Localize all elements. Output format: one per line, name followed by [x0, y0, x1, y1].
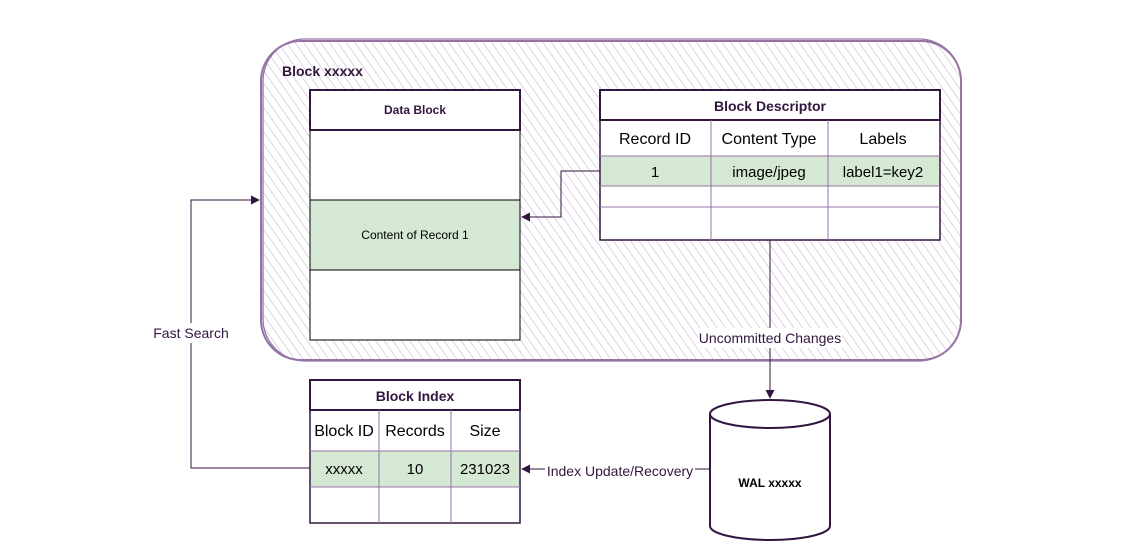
wal-label: WAL xxxxx — [738, 476, 801, 490]
data-block: Data Block Content of Record 1 — [309, 89, 521, 341]
wal-cylinder: WAL xxxxx — [709, 399, 831, 541]
index-cell-block-id: xxxxx — [325, 461, 363, 478]
block-index-table: Block Index Block ID Records Size xxxxx … — [309, 379, 521, 524]
index-header-records: Records — [385, 423, 445, 440]
index-header-block-id: Block ID — [314, 423, 374, 440]
index-row-highlight — [311, 451, 519, 487]
descriptor-header-record-id: Record ID — [619, 131, 691, 148]
block-title: Block xxxxx — [282, 63, 363, 79]
record-content-label: Content of Record 1 — [361, 228, 469, 242]
index-header-size: Size — [469, 423, 500, 440]
index-update-label: Index Update/Recovery — [547, 463, 693, 479]
data-block-title: Data Block — [384, 103, 446, 117]
index-cell-records: 10 — [407, 461, 424, 478]
index-cell-size: 231023 — [460, 461, 510, 478]
descriptor-header-content-type: Content Type — [722, 131, 817, 148]
record-content-cell — [309, 199, 521, 271]
descriptor-cell-record-id: 1 — [651, 164, 659, 181]
edge-uncommitted-changes: Uncommitted Changes — [698, 240, 842, 399]
block-descriptor-table: Block Descriptor Record ID Content Type … — [599, 89, 941, 241]
descriptor-row-highlight — [601, 156, 939, 186]
descriptor-header-labels: Labels — [859, 131, 906, 148]
block-descriptor-title: Block Descriptor — [714, 98, 827, 114]
descriptor-cell-labels: label1=key2 — [843, 164, 923, 181]
edge-fast-search: Fast Search — [150, 195, 310, 469]
descriptor-cell-content-type: image/jpeg — [732, 164, 805, 181]
fast-search-label: Fast Search — [153, 325, 228, 341]
edge-index-update: Index Update/Recovery — [521, 461, 710, 481]
block-index-title: Block Index — [376, 388, 455, 404]
edge-descriptor-to-record — [521, 170, 600, 222]
uncommitted-changes-label: Uncommitted Changes — [699, 330, 841, 346]
